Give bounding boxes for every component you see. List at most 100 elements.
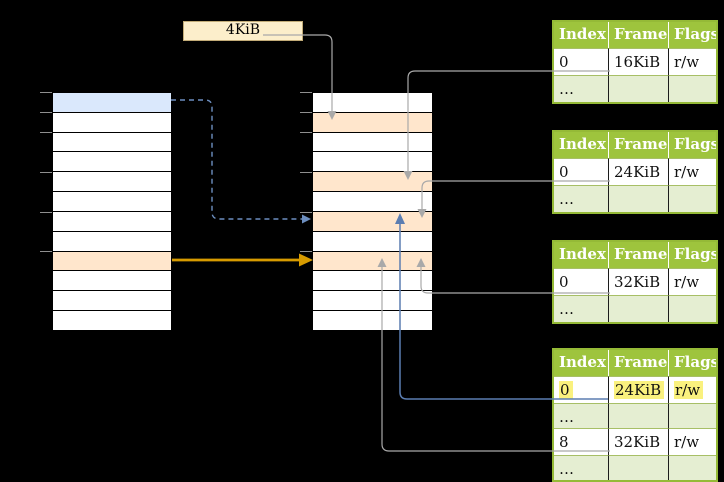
page-table-4-header-flags: Flags: [674, 353, 716, 371]
physical-frame-row-3: [313, 152, 432, 173]
page-table-1-cell-r1c1: [609, 75, 669, 102]
page-table-2-header-index: Index: [554, 132, 609, 158]
arrow-virtual-page-to-frame-orange: [172, 253, 313, 267]
tick-mark-virtual-8: [40, 250, 52, 252]
physical-frame-row-8: [313, 251, 432, 272]
tick-mark-virtual-4: [40, 171, 52, 173]
page-table-4-row-0: 0 24KiB r/w: [554, 376, 716, 403]
page-table-4-cell-r1c2: [669, 403, 716, 428]
tick-mark-physical-8: [300, 250, 312, 252]
page-table-1-cell-r0c0: 0: [554, 48, 609, 75]
page-table-4-cell-r0c2: r/w: [669, 376, 716, 403]
page-table-1-cell-r1c0: …: [554, 75, 609, 102]
page-table-1-header-flags: Flags: [674, 25, 716, 43]
page-table-4-cell-r0c0: 0: [554, 376, 609, 403]
page-table-2-header-frame: Frame: [609, 132, 669, 158]
physical-memory-column: [312, 92, 433, 331]
page-table-1-header-index: Index: [554, 22, 609, 48]
page-table-4-row-3: …: [554, 455, 716, 480]
page-table-4-cell-r2c2: r/w: [669, 428, 716, 455]
page-table-4-highlighted-value: 0: [559, 381, 573, 399]
page-table-4-highlighted-value: r/w: [674, 381, 704, 399]
virtual-page-row-7: [53, 231, 171, 252]
tick-mark-physical-2: [300, 131, 312, 133]
page-table-3-header-frame: Frame: [609, 242, 669, 268]
page-table-3-cell-r0c1: 32KiB: [609, 268, 669, 295]
page-table-4-cell-r3c2: [669, 455, 716, 480]
tick-mark-physical-6: [300, 211, 312, 213]
tick-mark-physical-0: [300, 91, 312, 93]
physical-frame-row-10: [313, 291, 432, 312]
page-table-4-cell-r1c1: [609, 403, 669, 428]
virtual-memory-column: [52, 92, 172, 331]
virtual-page-row-2: [53, 132, 171, 153]
physical-frame-row-4: [313, 172, 432, 193]
arrow-virtual-page-to-frame-dashed: [171, 99, 311, 224]
virtual-page-row-8: [53, 251, 171, 272]
tick-mark-virtual-6: [40, 211, 52, 213]
physical-frame-row-6: [313, 211, 432, 232]
virtual-page-row-1: [53, 112, 171, 133]
page-size-label: 4KiB: [183, 21, 303, 41]
page-table-3-cell-r0c0: 0: [554, 268, 609, 295]
page-table-2-cell-r0c0: 0: [554, 158, 609, 185]
physical-frame-row-5: [313, 192, 432, 212]
page-table-4-header-index: Index: [554, 350, 609, 376]
page-table-4-cell-r0c1: 24KiB: [609, 376, 669, 403]
tick-mark-virtual-2: [40, 131, 52, 133]
page-table-1-row-1: …: [554, 75, 716, 102]
virtual-page-row-5: [53, 192, 171, 212]
page-table-2-cell-r1c1: [609, 185, 669, 212]
virtual-page-row-6: [53, 211, 171, 232]
physical-frame-row-2: [313, 132, 432, 153]
page-table-4-header-frame: Frame: [609, 350, 669, 376]
virtual-page-row-10: [53, 291, 171, 312]
page-table-3-cell-r1c1: [609, 295, 669, 322]
page-table-1-cell-r0c2: r/w: [669, 48, 716, 75]
page-table-1-cell-r0c1: 16KiB: [609, 48, 669, 75]
physical-frame-row-1: [313, 112, 432, 133]
page-table-4-cell-r2c1: 32KiB: [609, 428, 669, 455]
virtual-page-row-3: [53, 152, 171, 173]
tick-mark-virtual-0: [40, 91, 52, 93]
page-table-2-cell-r1c2: [669, 185, 716, 212]
virtual-page-row-9: [53, 271, 171, 292]
page-table-3-cell-r0c2: r/w: [669, 268, 716, 295]
tick-mark-physical-4: [300, 171, 312, 173]
page-table-4-cell-r2c0: 8: [554, 428, 609, 455]
physical-frame-row-0: [313, 93, 432, 113]
page-table-1-header-frame: Frame: [609, 22, 669, 48]
page-table-2-row-1: …: [554, 185, 716, 212]
page-table-4-row-1: …: [554, 403, 716, 428]
page-table-2-header-flags: Flags: [674, 135, 716, 153]
page-table-4-cell-r3c0: …: [554, 455, 609, 480]
page-table-4-cell-r1c0: …: [554, 403, 609, 428]
page-table-2-cell-r0c2: r/w: [669, 158, 716, 185]
virtual-page-row-4: [53, 172, 171, 193]
page-table-3-row-1: …: [554, 295, 716, 322]
tick-mark-physical-1: [300, 111, 312, 113]
physical-frame-row-11: [313, 311, 432, 330]
physical-frame-row-7: [313, 231, 432, 252]
page-table-4-cell-r3c1: [609, 455, 669, 480]
virtual-page-row-11: [53, 311, 171, 330]
page-table-1-cell-r1c2: [669, 75, 716, 102]
physical-frame-row-9: [313, 271, 432, 292]
page-table-3-cell-r1c0: …: [554, 295, 609, 322]
page-table-3-cell-r1c2: [669, 295, 716, 322]
page-table-3-header-index: Index: [554, 242, 609, 268]
page-table-4-highlighted-value: 24KiB: [614, 381, 665, 399]
